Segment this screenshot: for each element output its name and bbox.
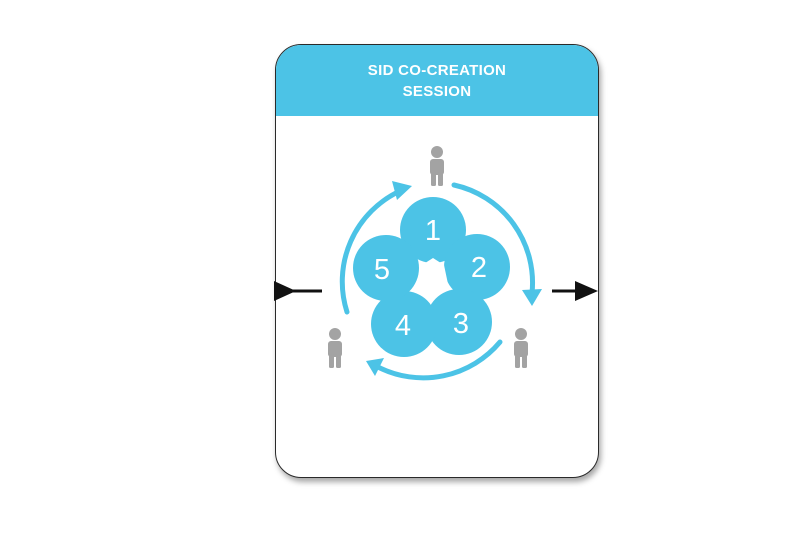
cycle-arrow-bottom	[375, 339, 503, 381]
step-circle-3	[426, 289, 492, 355]
step-label-2: 2	[471, 252, 487, 284]
step-circle-1	[400, 197, 466, 263]
step-label-4: 4	[395, 310, 411, 342]
cycle-arrow-top-left	[339, 188, 403, 315]
cycle-arrowhead-right	[522, 289, 542, 306]
step-circles	[353, 197, 510, 357]
outgoing-arrow-icon	[552, 281, 598, 301]
step-label-5: 5	[374, 254, 390, 286]
step-label-3: 3	[453, 308, 469, 340]
person-icon	[430, 146, 444, 186]
cycle-arrowhead-bottom	[366, 358, 384, 376]
step-circle-5	[353, 235, 419, 301]
step-circle-2	[444, 234, 510, 300]
person-icon	[328, 328, 342, 368]
cycle-arrow-right	[451, 182, 536, 296]
center-hole	[418, 258, 448, 295]
card-title-line-2: SESSION	[402, 82, 472, 100]
person-icon	[514, 328, 528, 368]
cycle-arrowhead-top	[392, 181, 412, 200]
incoming-arrow-icon	[274, 281, 322, 301]
card-title-line-1: SID CO-CREATION	[367, 61, 507, 79]
card-header: SID CO-CREATION SESSION	[276, 45, 598, 116]
step-label-1: 1	[425, 215, 441, 247]
step-circle-4	[371, 291, 437, 357]
session-card: SID CO-CREATION SESSION	[275, 44, 599, 478]
